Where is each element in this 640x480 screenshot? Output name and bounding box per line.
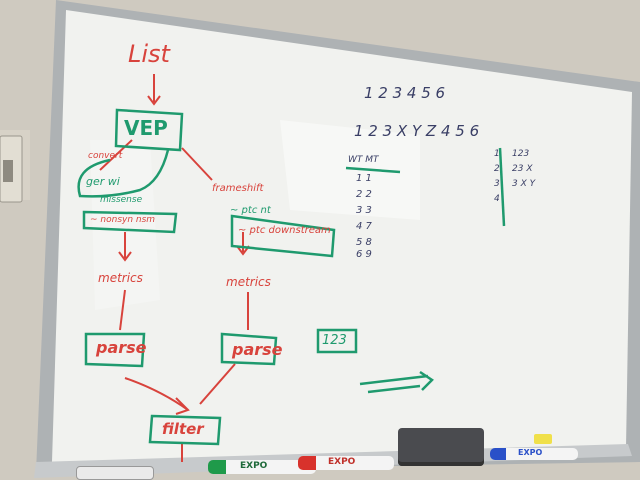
marker-green-label: EXPO (240, 461, 268, 471)
note-row: 4 7 (356, 221, 372, 232)
label-gerwi: ger wi (86, 175, 120, 188)
label-vep: VEP (124, 116, 168, 140)
red-arrows (99, 74, 250, 462)
note-right-num: 2 (494, 164, 500, 174)
note-right-col: 1 2 3 4 (494, 150, 500, 204)
label-missense: missense (100, 195, 143, 205)
note-right-num: 1 (494, 149, 500, 159)
marker-blue: EXPO (490, 448, 578, 460)
marker-green: EXPO (208, 460, 316, 474)
green-boxes (77, 108, 506, 446)
whiteboard-eraser (398, 428, 484, 466)
label-filter: filter (162, 420, 204, 438)
label-convert: convert (88, 151, 123, 161)
label-metrics-left: metrics (98, 271, 143, 285)
note-table-header: WT MT (348, 155, 379, 165)
note-box123: 123 (322, 333, 347, 348)
note-row: 1 1 (356, 173, 372, 184)
marker-blue-label: EXPO (518, 448, 543, 457)
board-surface (52, 10, 632, 462)
note-row: 5 8 (356, 237, 372, 248)
label-downstream: ~ ptc downstream (238, 225, 331, 236)
label-frameshift: frameshift (212, 183, 264, 194)
note-row: 2 2 (356, 189, 372, 200)
note-row: 3 3 (356, 205, 372, 216)
note-row: 6 9 (356, 249, 372, 260)
label-ptc: ~ ptc nt (230, 205, 271, 216)
note-seq1: 1 2 3 4 5 6 (364, 84, 446, 102)
note-right-num: 3 (494, 179, 500, 189)
note-seq2: 1 2 3 X Y Z 4 5 6 (354, 122, 480, 140)
note-right-val: 23 X (512, 164, 533, 174)
marker-red-label: EXPO (328, 457, 356, 467)
note-table: 1 1 2 2 3 3 4 7 5 8 6 9 (356, 174, 372, 260)
marker-black (76, 466, 154, 480)
note-right-vals: 123 23 X 3 X Y (512, 150, 535, 189)
label-list: List (128, 40, 170, 68)
label-synonymous: ~ nonsyn nsm (90, 215, 156, 225)
yellow-cap (534, 434, 552, 444)
marker-red: EXPO (298, 456, 394, 470)
note-right-val: 3 X Y (512, 179, 536, 189)
note-right-val: 123 (512, 149, 530, 159)
label-metrics-right: metrics (226, 275, 271, 289)
label-parse-left: parse (96, 338, 147, 357)
note-right-num: 4 (494, 194, 500, 204)
label-parse-right: parse (232, 340, 283, 359)
